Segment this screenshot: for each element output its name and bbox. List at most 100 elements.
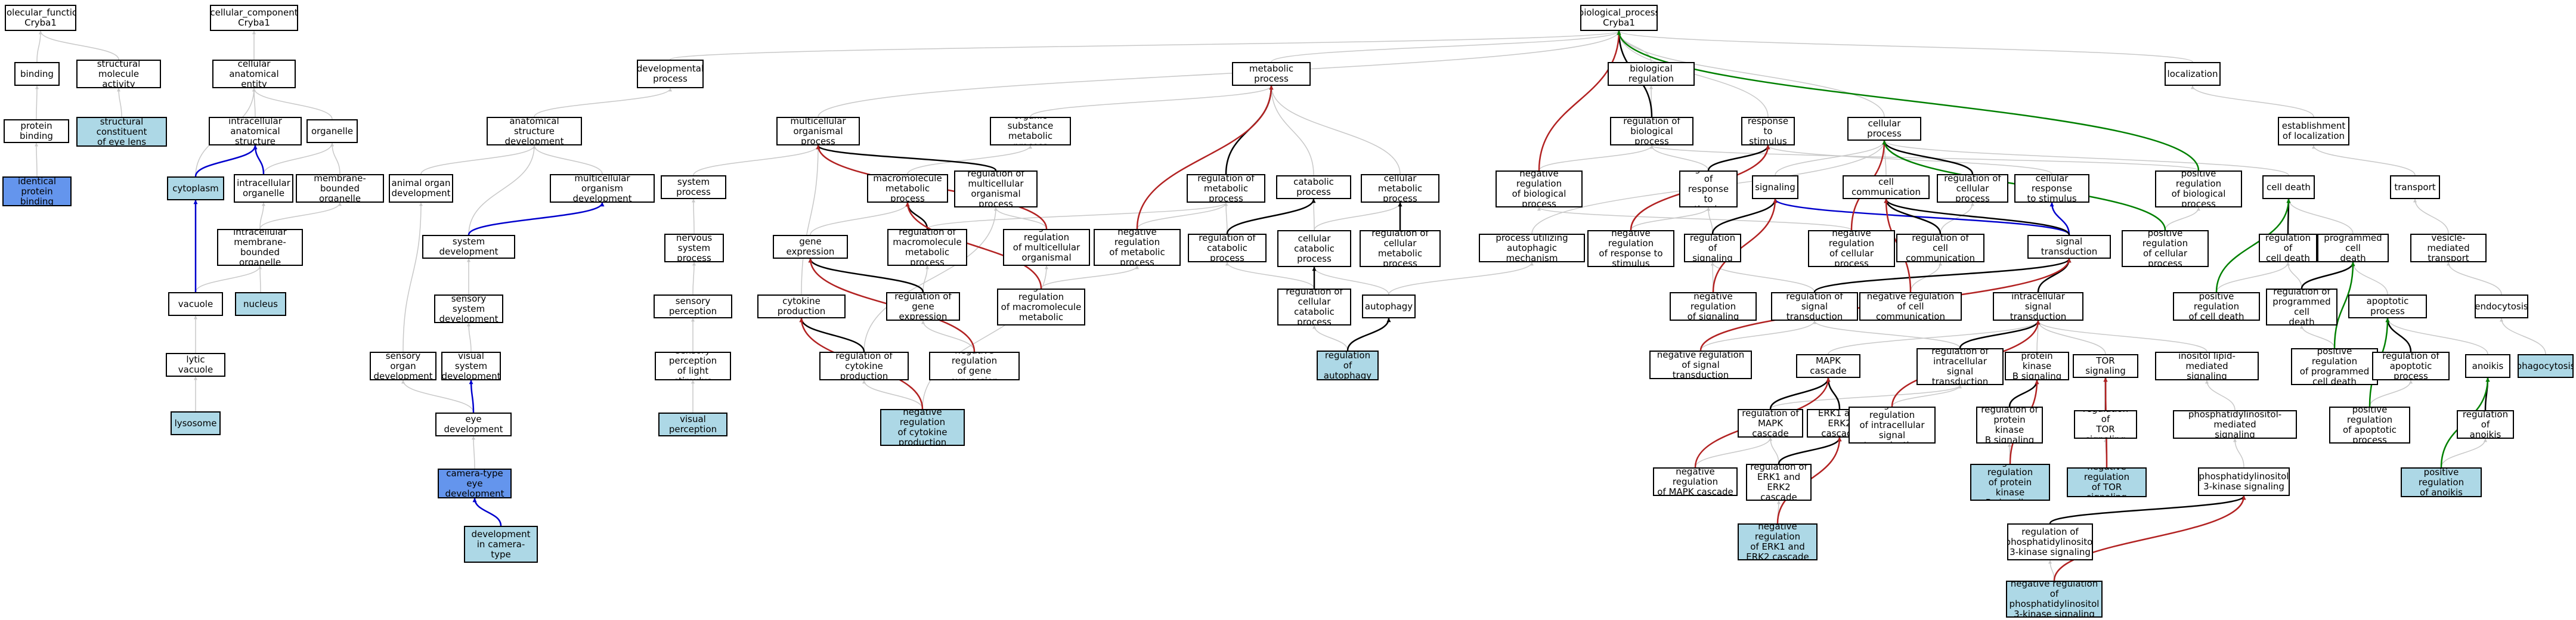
node-vacuole: vacuole <box>168 292 223 316</box>
node-structural-constituent-of-eye-lens: structural constituent of eye lens <box>76 117 167 147</box>
edge-neutral <box>810 202 909 235</box>
node-regulation-of-biological-process: regulation of biological process <box>1610 117 1693 145</box>
edge-neutral <box>1030 85 1273 117</box>
node-lysosome: lysosome <box>171 411 221 435</box>
edge-neutral <box>1650 145 1709 171</box>
edge-is_a <box>1882 140 1974 175</box>
edge-neutral <box>2205 380 2236 411</box>
edge-negative <box>1712 199 1778 293</box>
node-negative-regulation-of-gene-expression: negative regulation of gene expression <box>929 352 1020 380</box>
node-visual-system-development: visual system development <box>441 352 501 380</box>
node-negative-regulation-of-biological-process: negative regulation of biological proces… <box>1496 170 1583 207</box>
edge-neutral <box>1312 266 1389 295</box>
node-negative-regulation-of-cell-communication: negative regulation of cell communicatio… <box>1859 292 1962 321</box>
node-autophagy: autophagy <box>1362 294 1416 318</box>
node-regulation-of-phosphatidylinositol-3-kinase-signaling: regulation of phosphatidylinositol 3-kin… <box>2007 523 2093 560</box>
node-macromolecule-metabolic-process: macromolecule metabolic process <box>867 174 948 203</box>
edge-neutral <box>1630 207 1710 231</box>
edge-is_a <box>2008 380 2039 407</box>
node-sensory-organ-development: sensory organ development <box>370 352 436 380</box>
node-multicellular-organismal-process: multicellular organismal process <box>776 117 860 145</box>
node-animal-organ-development: animal organ development <box>389 174 453 203</box>
edge-neutral <box>1711 262 1815 293</box>
node-cellular-response-to-stimulus: cellular response to stimulus <box>2014 174 2089 203</box>
node-gene-expression: gene expression <box>773 235 848 259</box>
node-positive-regulation-of-biological-process: positive regulation of biological proces… <box>2155 170 2242 207</box>
node-intracellular-anatomical-structure: intracellular anatomical structure <box>209 117 302 145</box>
node-response-to-stimulus: response to stimulus <box>1741 117 1795 145</box>
edge-neutral <box>2036 320 2207 352</box>
node-process-utilizing-autophagic-mechanism: process utilizing autophagic mechanism <box>1479 234 1585 262</box>
edge-neutral <box>259 202 265 230</box>
node-cytoplasm: cytoplasm <box>167 176 224 200</box>
node-regulation-of-signaling: regulation of signaling <box>1684 234 1741 262</box>
edge-neutral <box>2300 325 2335 349</box>
edge-part_of <box>467 202 605 235</box>
node-cell-communication: cell communication <box>1843 175 1930 199</box>
edge-is_a <box>816 144 997 172</box>
edge-neutral <box>1828 320 2040 355</box>
node-negative-regulation-of-multicellular-organismal-process: negative regulation of multicellular org… <box>1003 229 1090 266</box>
node-localization: localization <box>2165 62 2221 86</box>
edge-neutral <box>1707 207 1713 234</box>
node-lens-development-in-camera-type-eye: lens development in camera-type eye <box>464 526 538 563</box>
edge-neutral <box>259 202 342 230</box>
edge-is_a <box>1778 437 1842 464</box>
node-establishment-of-localization: establishment of localization <box>2278 117 2349 145</box>
node-regulation-of-cellular-catabolic-process: regulation of cellular catabolic process <box>1277 289 1351 326</box>
node-negative-regulation-of-phosphatidylinositol-3-kinase-signaling: negative regulation of phosphatidylinosi… <box>2006 581 2103 618</box>
node-cellular-component-root: cellular_component Cryba1 <box>210 5 298 31</box>
edge-neutral <box>467 323 472 352</box>
edge-neutral <box>1891 385 1962 407</box>
edge-neutral <box>263 142 334 175</box>
node-anoikis: anoikis <box>2465 354 2510 378</box>
node-regulation-of-apoptotic-process: regulation of apoptotic process <box>2372 352 2450 380</box>
edge-is_a <box>1769 377 1831 410</box>
edge-neutral <box>2413 199 2449 234</box>
node-negative-regulation-of-tor-signaling: negative regulation of TOR signaling <box>2067 467 2147 497</box>
node-visual-perception: visual perception <box>658 413 727 436</box>
node-regulation-of-tor-signaling: regulation of TOR signaling <box>2074 410 2137 439</box>
node-phosphatidylinositol-3-kinase-signaling: phosphatidylinositol 3-kinase signaling <box>2198 467 2290 496</box>
edge-neutral <box>402 202 423 352</box>
edge-neutral <box>863 207 998 352</box>
edge-neutral <box>862 380 923 410</box>
node-regulation-of-cytokine-production: regulation of cytokine production <box>819 352 909 380</box>
node-positive-regulation-of-anoikis: positive regulation of anoikis <box>2401 467 2482 497</box>
node-negative-regulation-of-intracellular-signal-transduction: negative regulation of intracellular sig… <box>1849 407 1936 444</box>
edge-neutral <box>1766 145 2052 175</box>
edge-is_a <box>1813 258 2072 293</box>
edge-neutral <box>1388 262 1534 295</box>
node-regulation-of-cellular-metabolic-process: regulation of cellular metabolic process <box>1360 230 1441 267</box>
edge-neutral <box>922 265 1048 410</box>
edge-neutral <box>1137 202 1228 230</box>
edge-part_of <box>253 145 265 175</box>
edge-neutral <box>2312 145 2416 176</box>
node-negative-regulation-of-mapk-cascade: negative regulation of MAPK cascade <box>1653 467 1738 496</box>
node-sensory-perception: sensory perception <box>654 294 732 318</box>
edge-neutral <box>1813 320 1961 349</box>
edge-positive <box>2333 262 2355 349</box>
node-regulation-of-macromolecule-metabolic-process: regulation of macromolecule metabolic pr… <box>887 229 967 266</box>
edge-neutral <box>1883 140 2289 176</box>
edge-is_a <box>2301 262 2355 289</box>
node-negative-regulation-of-response-to-stimulus: negative regulation of response to stimu… <box>1587 230 1674 267</box>
node-anatomical-structure-development: anatomical structure development <box>487 117 582 145</box>
edge-is_a <box>1707 145 1770 171</box>
node-cellular-anatomical-entity: cellular anatomical entity <box>212 60 296 88</box>
node-identical-protein-binding: identical protein binding <box>2 176 72 206</box>
edge-neutral <box>670 30 1621 60</box>
edge-part_of <box>2049 202 2070 235</box>
node-camera-type-eye-development: camera-type eye development <box>438 469 512 498</box>
edge-neutral <box>2447 262 2502 295</box>
edge-neutral <box>1775 140 1886 176</box>
edge-neutral <box>2500 318 2546 355</box>
edge-neutral <box>2036 320 2106 355</box>
edge-neutral <box>907 145 1032 175</box>
edge-is_a <box>799 318 865 352</box>
node-vesicle-mediated-transport: vesicle-mediated transport <box>2410 234 2487 262</box>
edge-neutral <box>2386 318 2488 355</box>
node-regulation-of-signal-transduction: regulation of signal transduction <box>1771 292 1858 321</box>
node-regulation-of-intracellular-signal-transduction: regulation of intracellular signal trans… <box>1916 348 2004 385</box>
